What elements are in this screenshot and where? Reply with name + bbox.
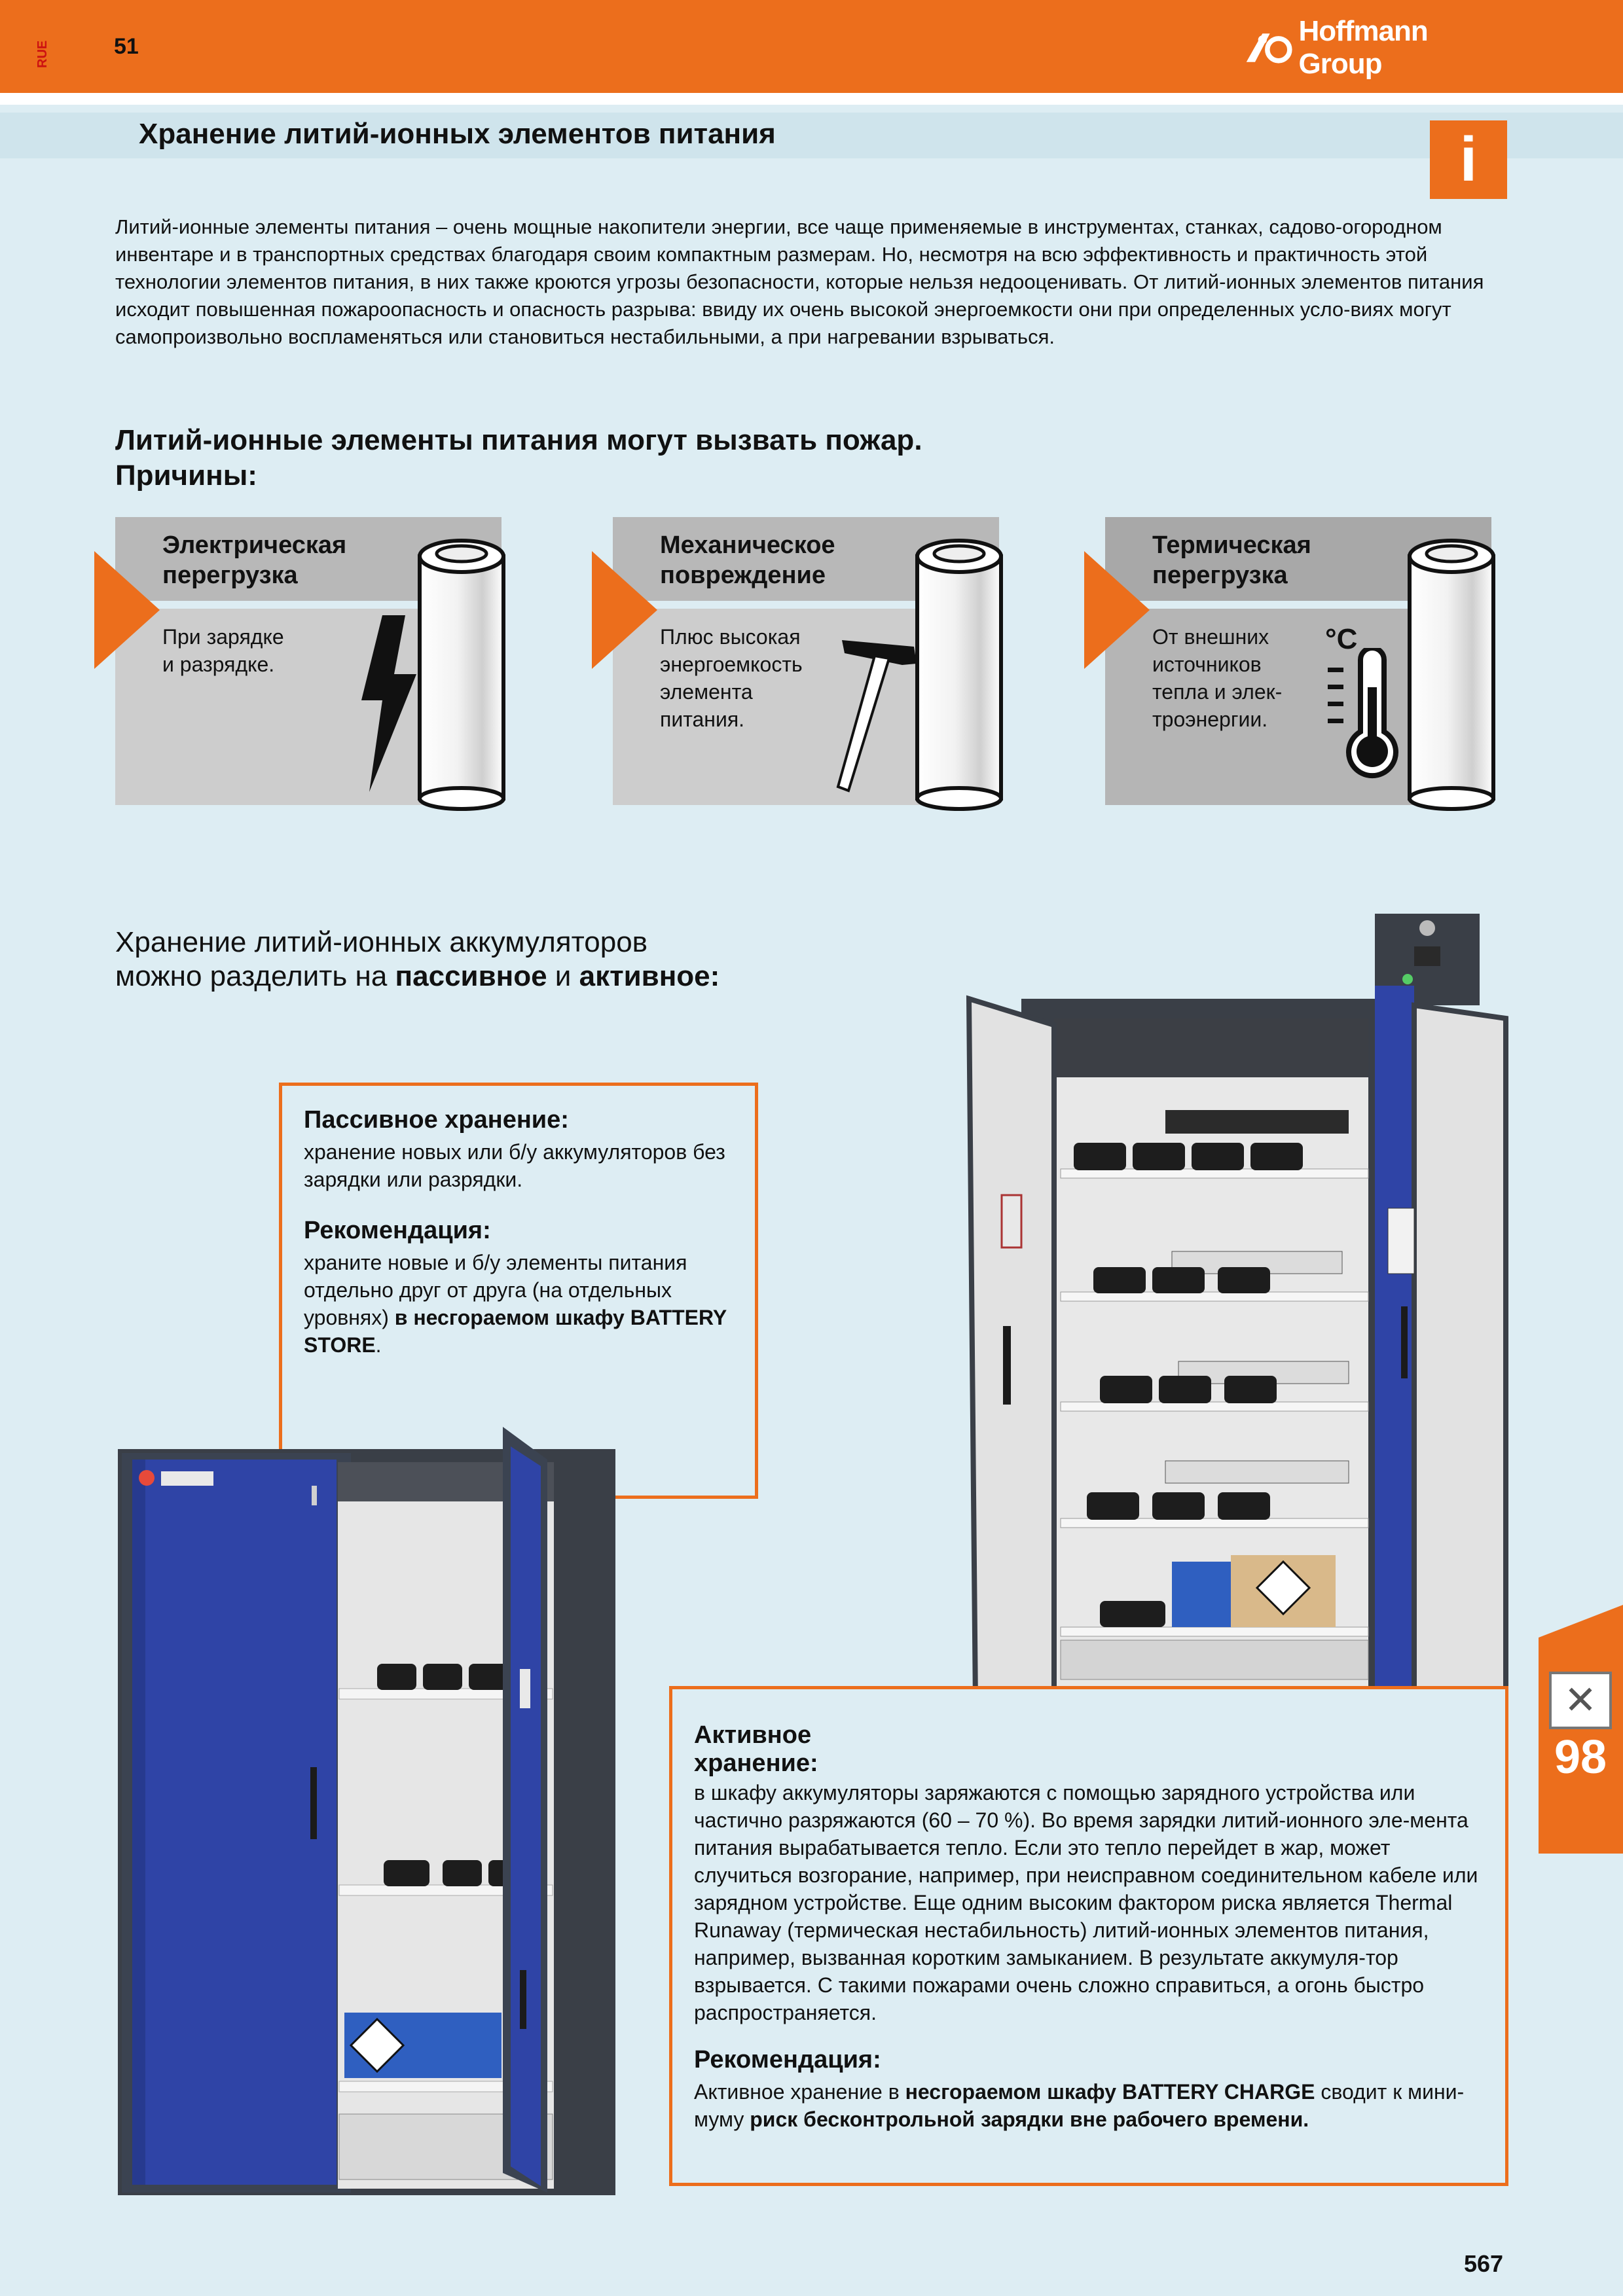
passive-keyword: пассивное xyxy=(395,960,547,992)
close-box-icon: ✕ xyxy=(1549,1672,1612,1729)
active-heading-line: хранение: xyxy=(694,1749,818,1777)
causes-heading-line1: Литий-ионные элементы питания могут вызв… xyxy=(115,424,922,456)
cause-text-line: энергоемкость xyxy=(660,653,803,676)
storage-heading-text: : xyxy=(710,960,720,992)
cause-title-line: Механическое xyxy=(660,531,835,559)
battery-cell-icon xyxy=(915,539,1003,811)
language-code: RUE xyxy=(35,40,50,68)
cause-text: От внешних источников тепла и элек- троэ… xyxy=(1152,623,1349,733)
battery-charge-cabinet-image xyxy=(966,914,1508,1745)
chapter-number: 98 xyxy=(1554,1731,1607,1784)
active-keyword: активное xyxy=(579,960,710,992)
storage-types-heading: Хранение литий-ионных аккумуляторов можн… xyxy=(115,925,901,994)
active-text: в шкафу аккумуляторы заряжаются с помощь… xyxy=(694,1781,1478,2024)
passive-storage-content: Пассивное хранение: хранение новых или б… xyxy=(304,1106,742,1359)
battery-cell-icon xyxy=(418,539,505,811)
brand-logo[interactable]: Hoffmann Group xyxy=(1244,15,1506,80)
cause-title-line: повреждение xyxy=(660,562,826,589)
cause-text-line: питания. xyxy=(660,708,745,731)
lightning-icon xyxy=(361,615,416,792)
battery-cell-icon xyxy=(1408,539,1495,811)
cause-text-line: тепла и элек- xyxy=(1152,680,1283,704)
celsius-unit: °C xyxy=(1325,623,1358,655)
storage-heading-line2: можно разделить на пассивное и активное: xyxy=(115,960,901,994)
passive-heading: Пассивное хранение: xyxy=(304,1106,569,1134)
cause-text-line: элемента xyxy=(660,680,753,704)
page-number: 567 xyxy=(1464,2250,1504,2277)
passive-recommendation-text: храните новые и б/у элементы питания отд… xyxy=(304,1249,742,1359)
passive-recommendation-heading: Рекомендация: xyxy=(304,1217,491,1244)
storage-heading-text: и xyxy=(547,960,579,992)
arrow-right-icon xyxy=(1084,551,1150,669)
active-heading: Активное хранение: xyxy=(694,1721,1480,1778)
cause-text-line: и разрядке. xyxy=(162,653,275,676)
header-stripe xyxy=(0,93,1623,105)
active-heading-line: Активное xyxy=(694,1721,812,1749)
causes-heading-line2: Причины: xyxy=(115,459,257,492)
active-recommendation-text: Активное хранение в несгораемом шкафу BA… xyxy=(694,2078,1480,2133)
info-icon: i xyxy=(1430,120,1507,199)
chapter-tab[interactable] xyxy=(1539,1605,1623,1854)
cause-text-line: Плюс высокая xyxy=(660,625,801,649)
cause-card-mechanical: Механическое повреждение Плюс высокая эн… xyxy=(592,517,1019,811)
cause-title: Электрическая перегрузка xyxy=(162,530,346,590)
cause-card-electrical: Электрическая перегрузка При зарядке и р… xyxy=(94,517,521,811)
recommendation-text: . xyxy=(375,1333,382,1357)
cause-title-line: Термическая xyxy=(1152,531,1311,559)
storage-heading-line1: Хранение литий-ионных аккумуляторов xyxy=(115,926,648,958)
active-storage-content: Активное хранение: в шкафу аккумуляторы … xyxy=(694,1721,1480,2133)
cause-text-line: троэнергии. xyxy=(1152,708,1268,731)
cause-text-line: От внешних xyxy=(1152,625,1269,649)
brand-name: Hoffmann Group xyxy=(1298,15,1428,80)
cause-text-line: источников xyxy=(1152,653,1262,676)
cause-title: Механическое повреждение xyxy=(660,530,835,590)
passive-storage-box xyxy=(279,1083,758,1499)
catalog-page-number: 51 xyxy=(114,34,139,59)
arrow-right-icon xyxy=(592,551,657,669)
page-title: Хранение литий-ионных элементов питания xyxy=(139,118,776,150)
causes-heading: Литий-ионные элементы питания могут вызв… xyxy=(115,423,1163,493)
cause-title: Термическая перегрузка xyxy=(1152,530,1311,590)
cause-text-line: При зарядке xyxy=(162,625,284,649)
cause-card-thermal: Термическая перегрузка От внешних источн… xyxy=(1084,517,1511,811)
battery-store-cabinet-image xyxy=(118,1427,615,2195)
recommendation-text: Активное хранение в xyxy=(694,2080,905,2104)
box-border-segment xyxy=(609,1496,758,1499)
storage-heading-text: можно разделить на xyxy=(115,960,395,992)
recommendation-bold: несгораемом шкафу BATTERY CHARGE xyxy=(905,2080,1315,2104)
active-storage-box xyxy=(669,1686,1508,2186)
arrow-right-icon xyxy=(94,551,160,669)
cause-text: При зарядке и разрядке. xyxy=(162,623,359,678)
recommendation-bold: риск бесконтрольной зарядки вне рабочего… xyxy=(750,2108,1309,2131)
recommendation-text: сводит к мини-муму xyxy=(694,2080,1465,2131)
cause-title-line: перегрузка xyxy=(1152,562,1288,589)
active-recommendation-heading: Рекомендация: xyxy=(694,2046,881,2073)
logo-mark-icon xyxy=(1246,33,1292,63)
cause-text: Плюс высокая энергоемкость элемента пита… xyxy=(660,623,856,733)
cause-title-line: Электрическая xyxy=(162,531,347,559)
recommendation-text: храните новые и б/у элементы питания отд… xyxy=(304,1251,687,1329)
hammer-icon xyxy=(836,640,917,793)
recommendation-bold: в несгораемом шкафу BATTERY STORE xyxy=(304,1306,727,1357)
thermometer-icon xyxy=(1328,648,1398,779)
passive-text: хранение новых или б/у аккумуляторов без… xyxy=(304,1140,725,1191)
title-band xyxy=(0,113,1623,158)
intro-paragraph: Литий-ионные элементы питания – очень мо… xyxy=(115,215,1484,348)
page-header xyxy=(0,0,1623,93)
cause-title-line: перегрузка xyxy=(162,562,298,589)
